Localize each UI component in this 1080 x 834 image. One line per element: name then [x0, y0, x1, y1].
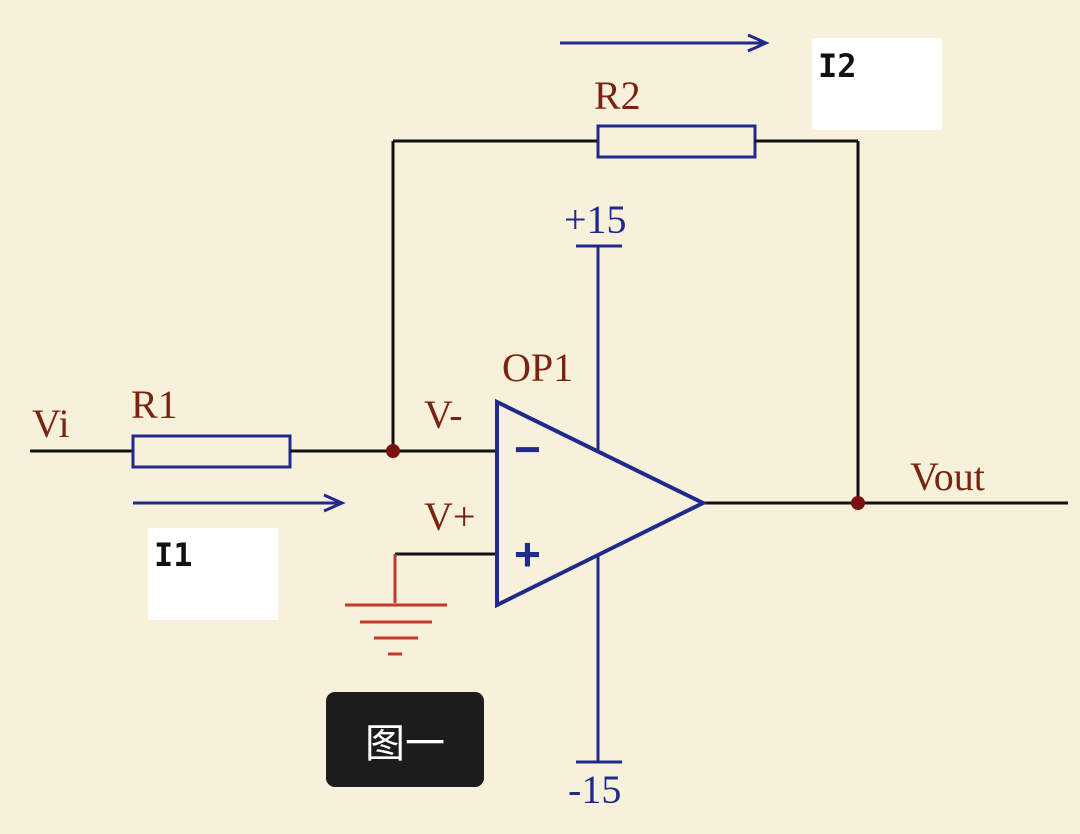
r1-label: R1: [131, 382, 178, 427]
vout-label: Vout: [910, 454, 985, 499]
r2-label: R2: [594, 73, 641, 118]
i2-current-arrow: [560, 33, 770, 53]
i2-label-box: [812, 38, 942, 130]
v-minus-label: V-: [424, 392, 463, 437]
i1-label: I1: [154, 536, 193, 574]
positive-supply-label: +15: [564, 197, 627, 242]
figure-caption-badge: 图一: [326, 692, 484, 787]
inverting-junction-node: [386, 444, 400, 458]
i2-label: I2: [818, 47, 857, 85]
op1-label: OP1: [502, 345, 573, 390]
i1-current-arrow: [133, 493, 346, 513]
vi-label: Vi: [32, 401, 70, 446]
resistor-r1: [131, 434, 292, 469]
v-plus-label: V+: [424, 494, 475, 539]
resistor-r2: [596, 124, 757, 159]
i1-label-box: [148, 528, 278, 620]
opamp-triangle: [495, 398, 708, 609]
inverting-input-sign: −: [514, 423, 541, 475]
ground-symbol: [345, 603, 447, 656]
noninverting-input-sign: +: [514, 528, 541, 580]
negative-supply-label: -15: [568, 767, 621, 812]
figure-caption-text: 图一: [365, 720, 445, 767]
output-junction-node: [851, 496, 865, 510]
